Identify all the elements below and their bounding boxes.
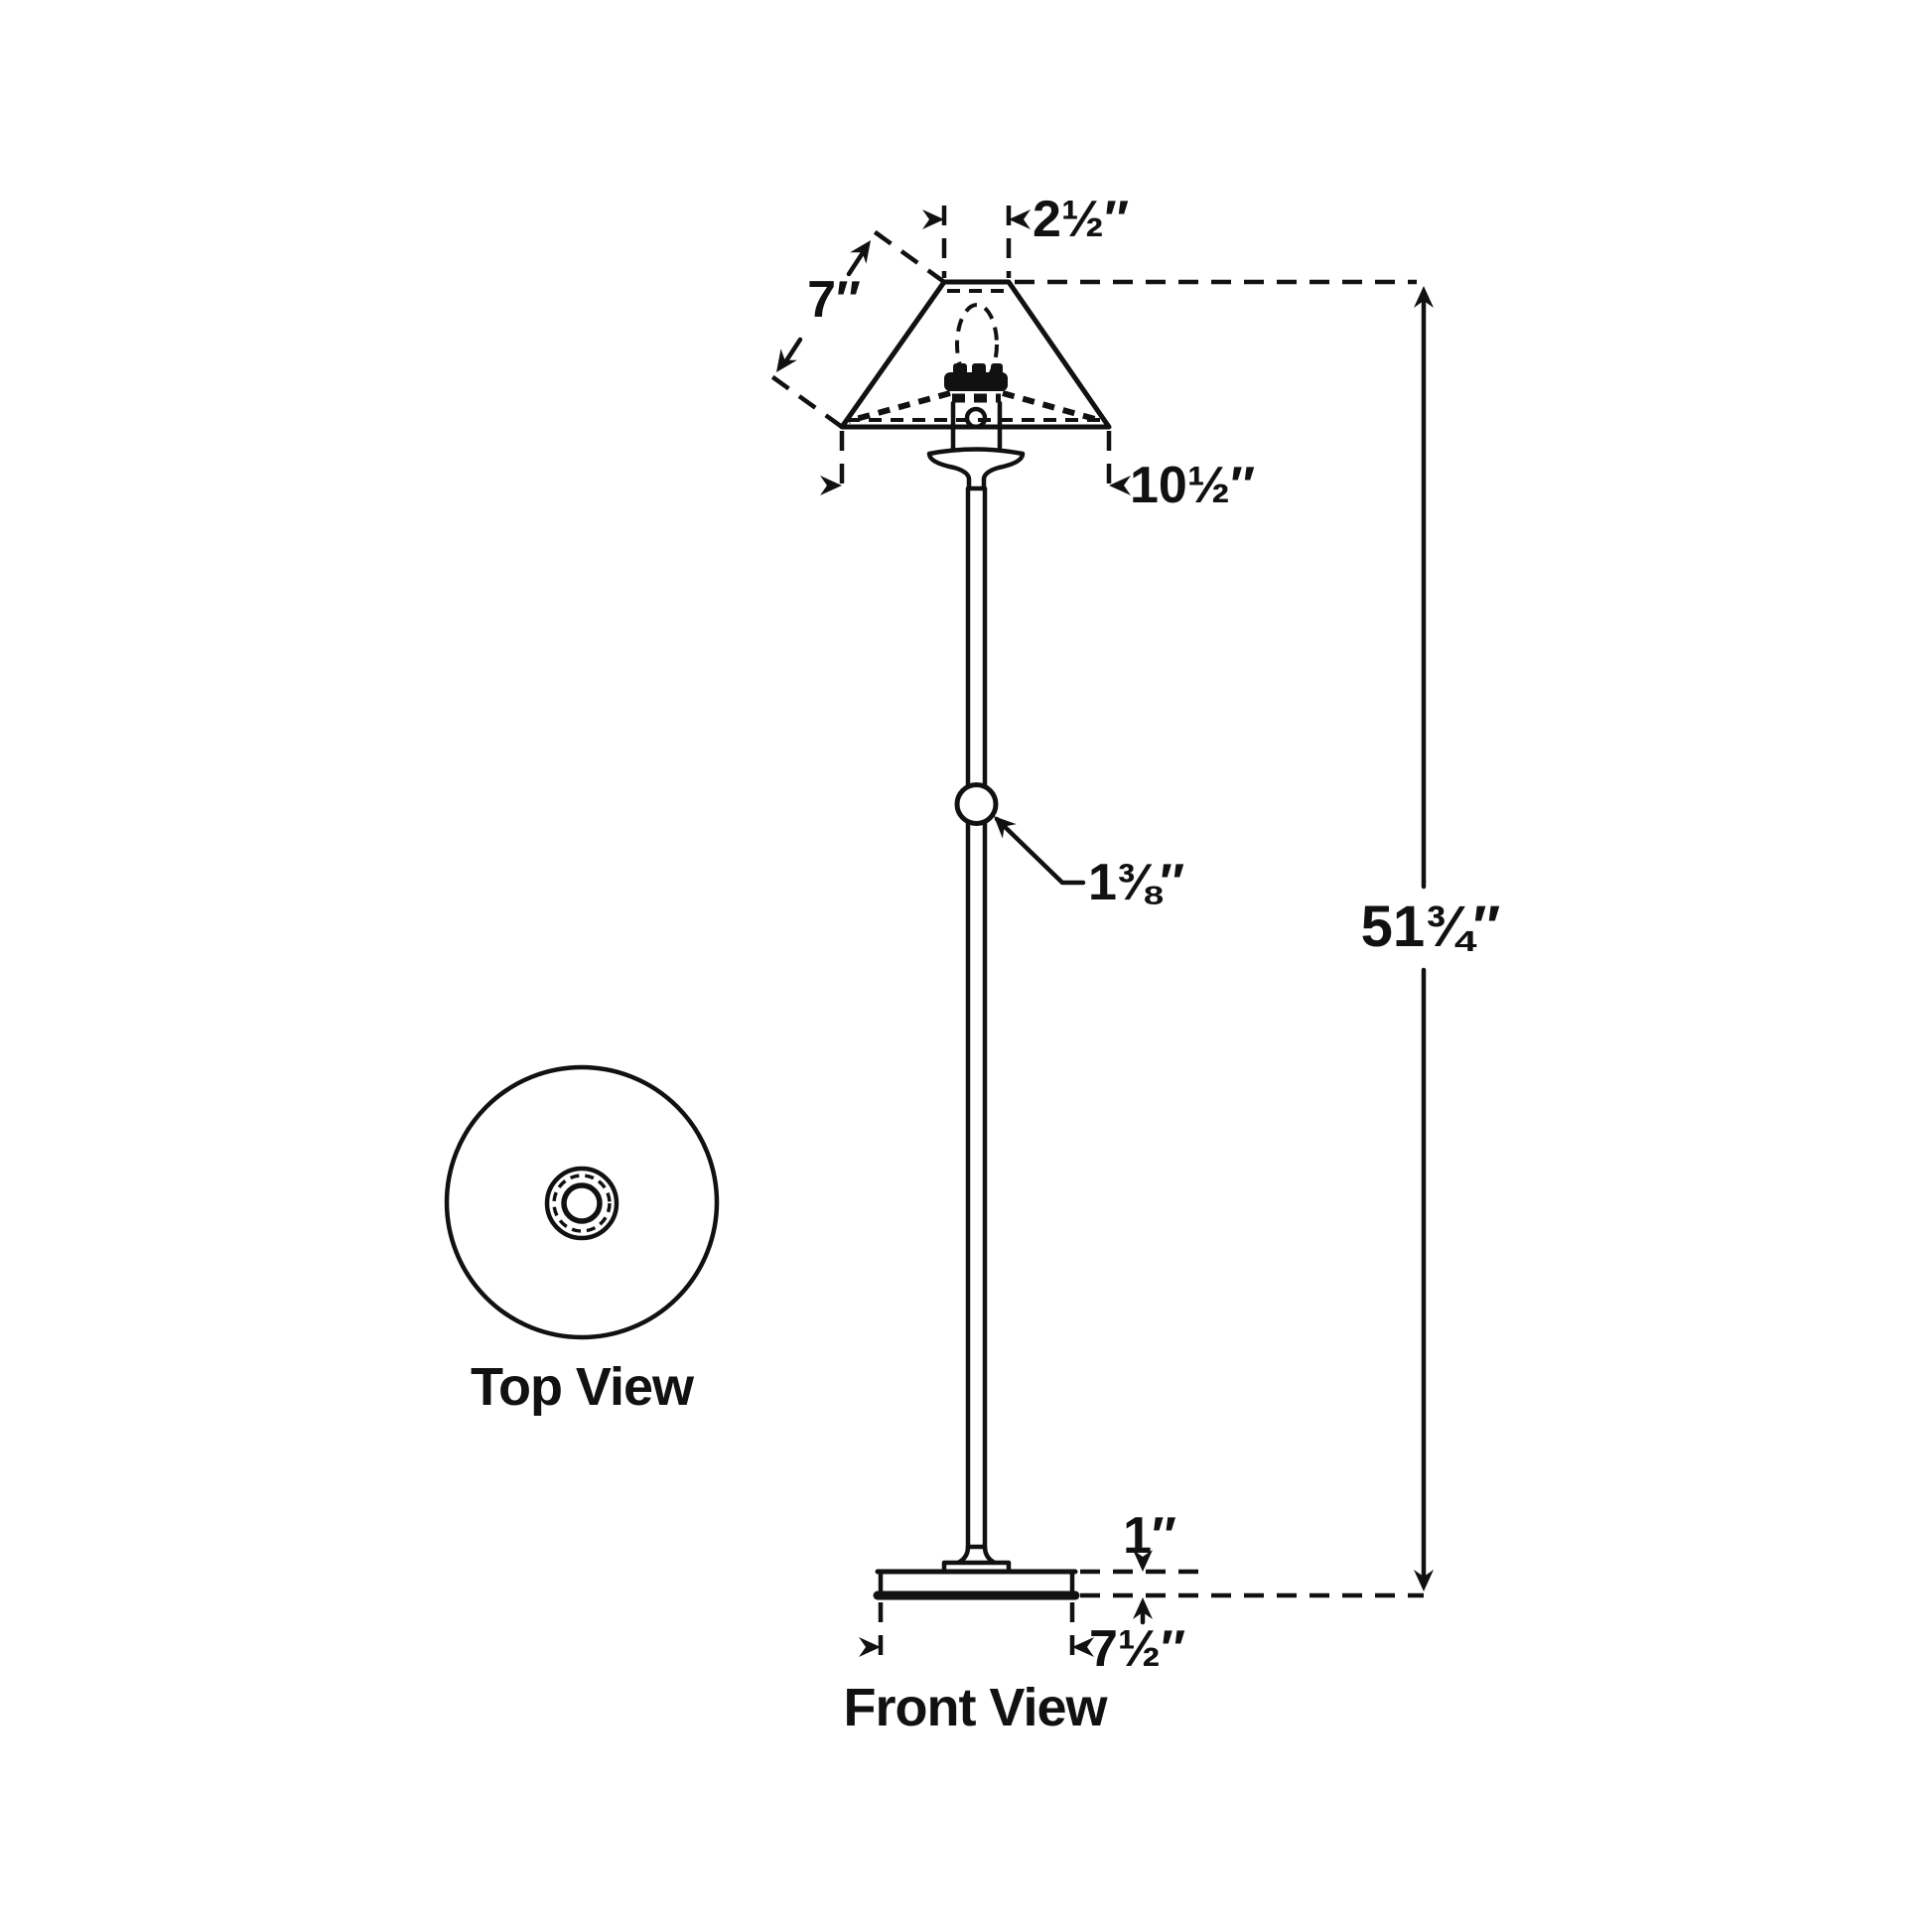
front-view-drawing xyxy=(839,279,1112,1600)
arrowhead-up-left-icon xyxy=(994,816,1017,839)
leader-line xyxy=(994,816,1086,886)
top-view-label: Top View xyxy=(471,1357,695,1417)
dimension-label: 51¾″ xyxy=(1361,895,1501,959)
lamp-base xyxy=(873,1569,1080,1600)
top-view-socket-ring-inner xyxy=(552,1173,612,1233)
arrowhead-right-icon xyxy=(922,209,944,229)
dimension-label: 2½″ xyxy=(1033,191,1129,248)
top-view-drawing xyxy=(444,1064,720,1340)
dimension-label: 10½″ xyxy=(1130,457,1255,514)
socket xyxy=(944,363,1008,453)
shade-fitter-wire-left xyxy=(848,390,951,424)
spindle-cap xyxy=(926,447,1026,491)
dimension-label: 7½″ xyxy=(1089,1620,1185,1678)
arrowhead-down-icon xyxy=(1414,1570,1434,1591)
socket-switch-knob xyxy=(964,406,988,430)
front-view-label: Front View xyxy=(843,1678,1108,1737)
lamp-shade-outline xyxy=(839,279,1112,430)
dimension-base-width: 7½″ xyxy=(859,1602,1185,1678)
stem-ball-detail xyxy=(954,782,999,826)
dimension-overall-height: 51¾″ xyxy=(1015,279,1501,1598)
top-view-socket-ring-outer xyxy=(544,1166,620,1241)
arrowhead-up-icon xyxy=(1414,286,1434,308)
arrowhead-left-icon xyxy=(1009,209,1031,229)
extension-line xyxy=(765,371,844,429)
arrowhead-left-icon xyxy=(1072,1637,1094,1657)
dimension-label: 7″ xyxy=(807,271,861,329)
top-view-finial-circle xyxy=(561,1182,603,1224)
arrowhead-right-icon xyxy=(859,1637,881,1657)
dimension-label: 1⅜″ xyxy=(1088,854,1184,911)
dimension-shade-slant: 7″ xyxy=(765,226,946,429)
top-view-shade-circle xyxy=(444,1064,720,1340)
dimension-shade-bottom-width: 10½″ xyxy=(820,431,1255,514)
arrowhead-down-icon xyxy=(1133,1550,1153,1572)
arrowhead-up-right-icon xyxy=(850,240,871,264)
dimension-shade-top-width: 2½″ xyxy=(922,191,1129,278)
dimension-annotations: 2½″ 7″ 10½″ 1⅜″ xyxy=(765,191,1501,1678)
arrowhead-down-left-icon xyxy=(776,348,797,372)
socket-cap xyxy=(944,372,1008,391)
dimension-ball-detail: 1⅜″ xyxy=(994,816,1184,911)
extension-line xyxy=(868,226,946,284)
dimension-label: 1″ xyxy=(1123,1507,1176,1565)
shade-fitter-wire-right xyxy=(1002,390,1103,424)
arrowhead-right-icon xyxy=(820,476,842,495)
dimension-base-thickness: 1″ xyxy=(1080,1507,1209,1625)
arrowhead-left-icon xyxy=(1109,476,1131,495)
